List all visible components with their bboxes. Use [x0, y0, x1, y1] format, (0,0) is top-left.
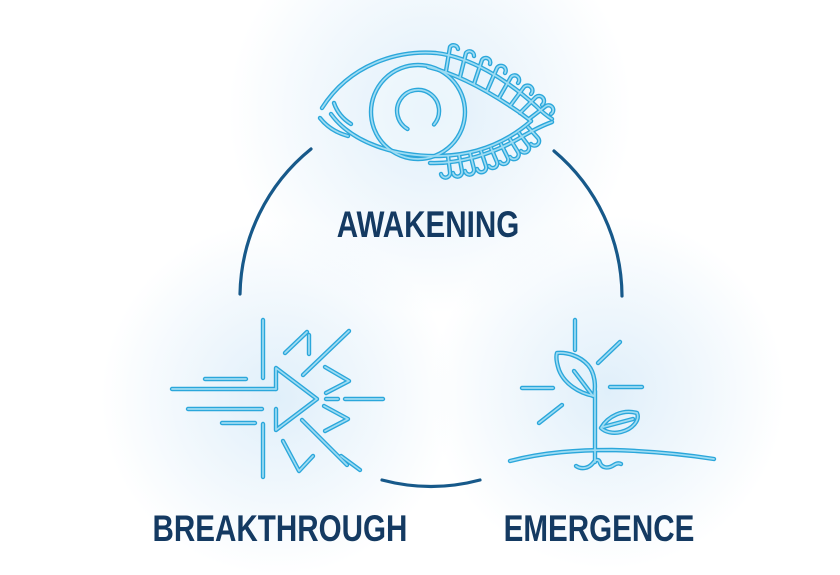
breakthrough-label: BREAKTHROUGH — [152, 508, 408, 549]
emergence-glow-background — [431, 215, 785, 569]
sprout-icon — [510, 320, 714, 468]
arrow-burst-icon-highlight — [171, 319, 384, 478]
sprout-icon-outline — [510, 320, 714, 468]
arrow-burst-icon — [172, 320, 383, 477]
eye-iris-fill — [371, 65, 465, 159]
awakening-label: AWAKENING — [336, 204, 520, 245]
sprout-icon-highlight — [509, 319, 715, 469]
arc-awakening-breakthrough — [238, 147, 313, 296]
cycle-arcs — [238, 147, 624, 488]
arc-breakthrough-emergence — [380, 478, 482, 488]
eye-icon — [320, 45, 553, 177]
arc-awakening-emergence — [552, 149, 624, 298]
emergence-label: EMERGENCE — [503, 508, 695, 549]
breakthrough-glow-background — [101, 221, 455, 575]
